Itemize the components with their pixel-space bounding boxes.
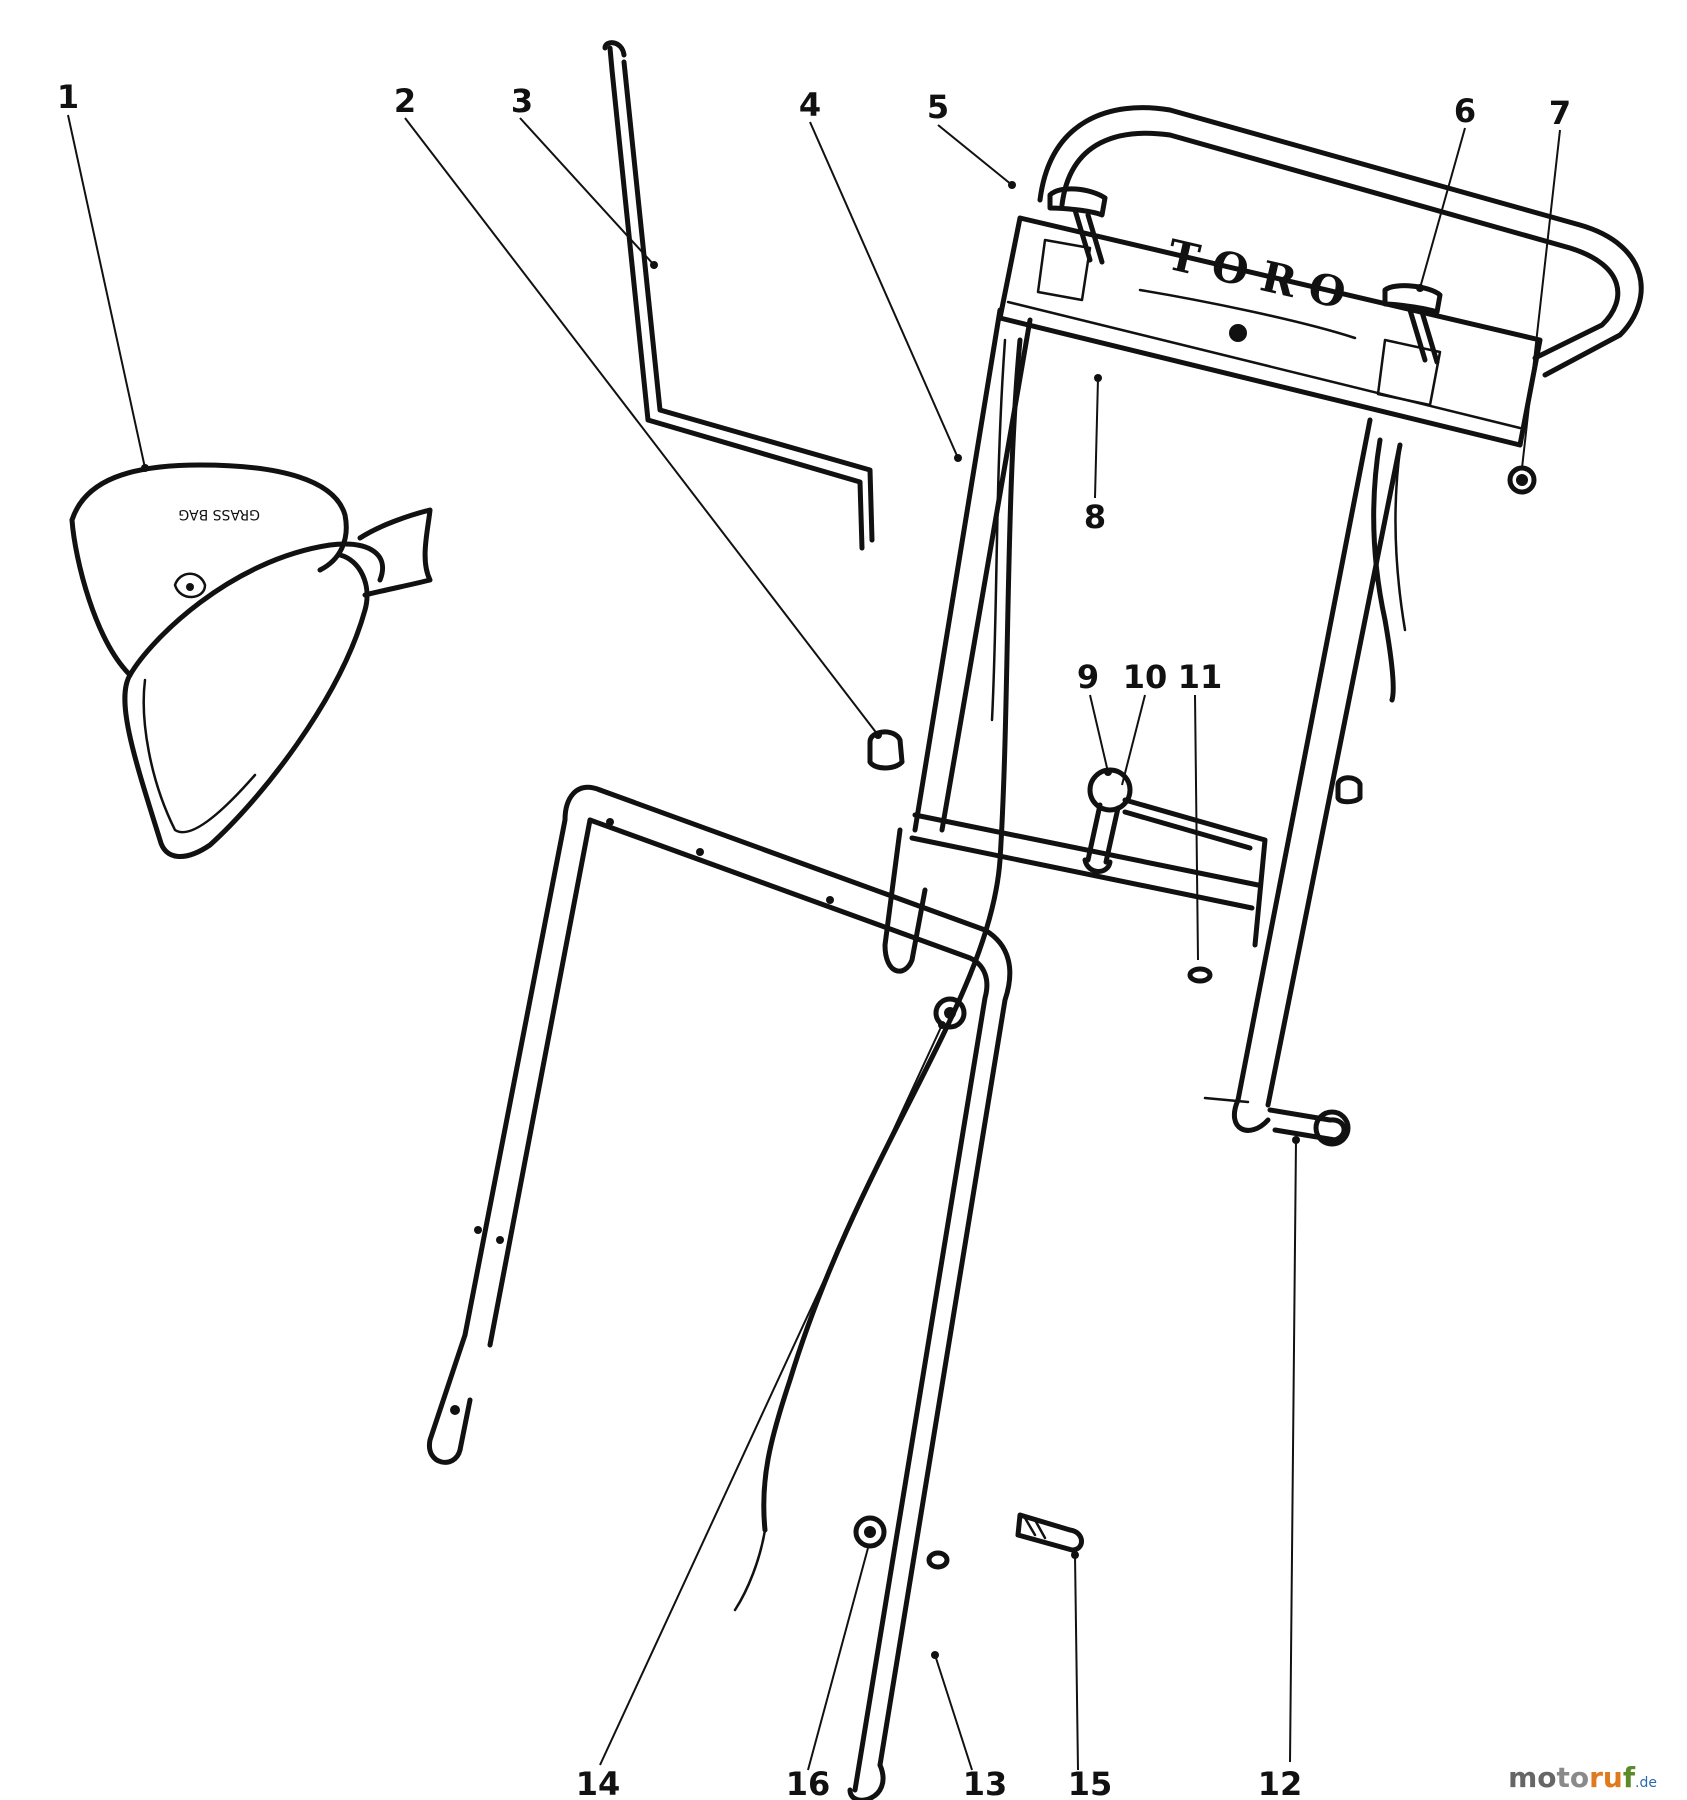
- throttle-cable: [1371, 437, 1407, 703]
- part-3-control-rod: [602, 40, 875, 551]
- toro-brand-logo: TORO: [1163, 230, 1364, 322]
- side-clip: [1335, 775, 1363, 805]
- part-8-control-panel: TORO: [997, 186, 1543, 448]
- callout-3: 3: [511, 82, 533, 120]
- part-16-nut: [853, 1515, 887, 1549]
- motoruf-watermark: motoruf.de: [1508, 1761, 1657, 1794]
- callout-13: 13: [963, 1765, 1008, 1800]
- callout-2: 2: [394, 82, 416, 120]
- callout-12: 12: [1258, 1765, 1303, 1800]
- callout-10: 10: [1123, 658, 1168, 696]
- part-7-nut: [1507, 465, 1537, 495]
- lower-cable: [733, 337, 1023, 1612]
- callout-labels: 1 2 3 4 5 6 7 8 9 10 11 12 13 14 15 16: [57, 78, 1571, 1800]
- part-1-grass-bag: GRASS BAG: [69, 462, 433, 859]
- callout-8: 8: [1084, 498, 1106, 536]
- part-15-bolt: [1015, 1512, 1084, 1553]
- part-9-10-11-linkage: [1082, 767, 1268, 984]
- callout-9: 9: [1077, 658, 1099, 696]
- callout-4: 4: [799, 86, 821, 124]
- callout-15: 15: [1068, 1765, 1113, 1800]
- grass-bag-decal: GRASS BAG: [178, 506, 260, 522]
- callout-14: 14: [576, 1765, 621, 1800]
- callout-11: 11: [1178, 658, 1223, 696]
- callout-1: 1: [57, 78, 79, 116]
- stud: [926, 1550, 950, 1570]
- leader-lines: [67, 114, 1561, 1771]
- top-loop-handle: [1037, 105, 1644, 378]
- part-14-nut: [933, 996, 967, 1030]
- callout-16: 16: [786, 1765, 831, 1800]
- callout-5: 5: [927, 88, 949, 126]
- part-13-lower-handle: [427, 784, 1013, 1800]
- part-12-bolt: [1203, 1096, 1351, 1147]
- callout-6: 6: [1454, 92, 1476, 130]
- callout-7: 7: [1549, 94, 1571, 132]
